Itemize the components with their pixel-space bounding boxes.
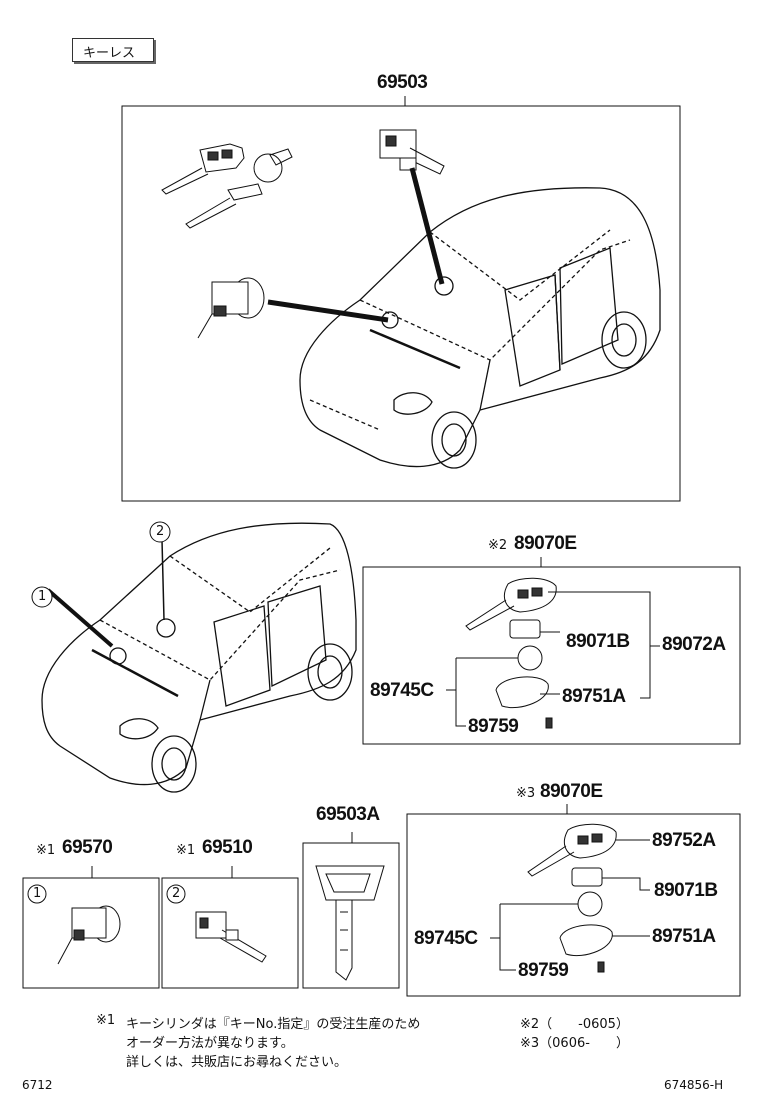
car-callout-1: 1: [38, 589, 47, 604]
top-assembly-part: 69503: [377, 72, 428, 93]
group2-part-89745c: 89745C: [370, 680, 434, 701]
group3-part-89745c: 89745C: [414, 928, 478, 949]
vehicle-drawing-top: [299, 187, 661, 469]
drawing-code: 674856-H: [664, 1078, 724, 1092]
key-set-drawing: [161, 143, 293, 229]
box3-frame: [302, 842, 400, 989]
group2-part-89759: 89759: [468, 716, 519, 737]
box1-part: 69570: [62, 837, 113, 858]
vehicle-drawing-callouts: [41, 522, 357, 793]
box1-frame: [22, 877, 160, 989]
footnote-1-mark: ※1: [96, 1013, 116, 1028]
group2-part-89072a: 89072A: [662, 634, 726, 655]
group2-part: 89070E: [514, 533, 577, 554]
group2-prefix: ※2: [488, 538, 508, 553]
footnote-1-line2: オーダー方法が異なります。: [126, 1036, 294, 1051]
header-tag-label: キーレス: [83, 46, 136, 61]
box2-callout: 2: [172, 886, 181, 901]
footnote-3: ※3（0606- ）: [520, 1036, 629, 1051]
ignition-switch-drawing: [379, 129, 445, 175]
callout-2-circle: [149, 521, 171, 543]
box2-part: 69510: [202, 837, 253, 858]
group2-part-89071b: 89071B: [566, 631, 630, 652]
box1-callout-circle: [27, 884, 47, 904]
group3-frame: [406, 813, 741, 997]
fob-key-drawing-group3: [527, 823, 617, 973]
callout-1-circle: [31, 586, 53, 608]
box2-prefix: ※1: [176, 843, 196, 858]
box1-cylinder-drawing: [57, 905, 121, 965]
box3-part: 69503A: [316, 804, 380, 825]
footnote-1-line3: 詳しくは、共販店にお尋ねください。: [126, 1055, 348, 1070]
box1-callout: 1: [33, 886, 42, 901]
footnote-2: ※2（ -0605）: [520, 1017, 629, 1032]
group3-part-89759: 89759: [518, 960, 569, 981]
car-callout-2: 2: [156, 524, 165, 539]
box2-callout-circle: [166, 884, 186, 904]
fob-key-drawing-group2: [465, 577, 557, 729]
top-assembly-frame: [121, 105, 681, 502]
group3-part-89071b: 89071B: [654, 880, 718, 901]
group3-part: 89070E: [540, 781, 603, 802]
box1-prefix: ※1: [36, 843, 56, 858]
footnote-1-line1: キーシリンダは『キーNo.指定』の受注生産のため: [126, 1017, 421, 1032]
group3-part-89751a: 89751A: [652, 926, 716, 947]
box2-frame: [161, 877, 299, 989]
header-tag: キーレス: [72, 38, 154, 62]
group2-frame: [362, 566, 741, 745]
page-code: 6712: [22, 1078, 53, 1092]
box3-key-drawing: [315, 865, 385, 981]
group2-part-89751a: 89751A: [562, 686, 626, 707]
group3-prefix: ※3: [516, 786, 536, 801]
group3-part-89752a: 89752A: [652, 830, 716, 851]
box2-switch-drawing: [195, 911, 267, 963]
key-cylinder-drawing: [197, 277, 265, 339]
